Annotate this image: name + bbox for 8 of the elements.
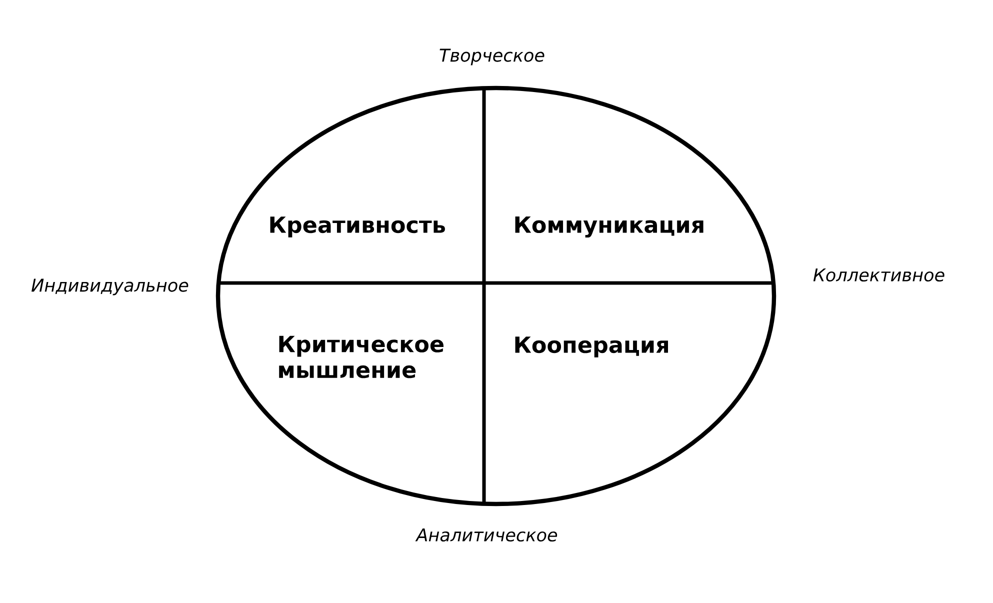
quadrant-label: Кооперация <box>515 336 668 358</box>
axis-label: Аналитическое <box>415 528 558 542</box>
axis-label: Индивидуальное <box>32 278 188 296</box>
axis-label: Творческое <box>440 48 544 66</box>
axis-label: Коллективное <box>813 268 944 282</box>
quadrant-label: Коммуникация <box>515 216 704 238</box>
quadrant-label: Креативность <box>270 216 445 238</box>
quadrant-label: Критическое мышление <box>279 336 444 378</box>
